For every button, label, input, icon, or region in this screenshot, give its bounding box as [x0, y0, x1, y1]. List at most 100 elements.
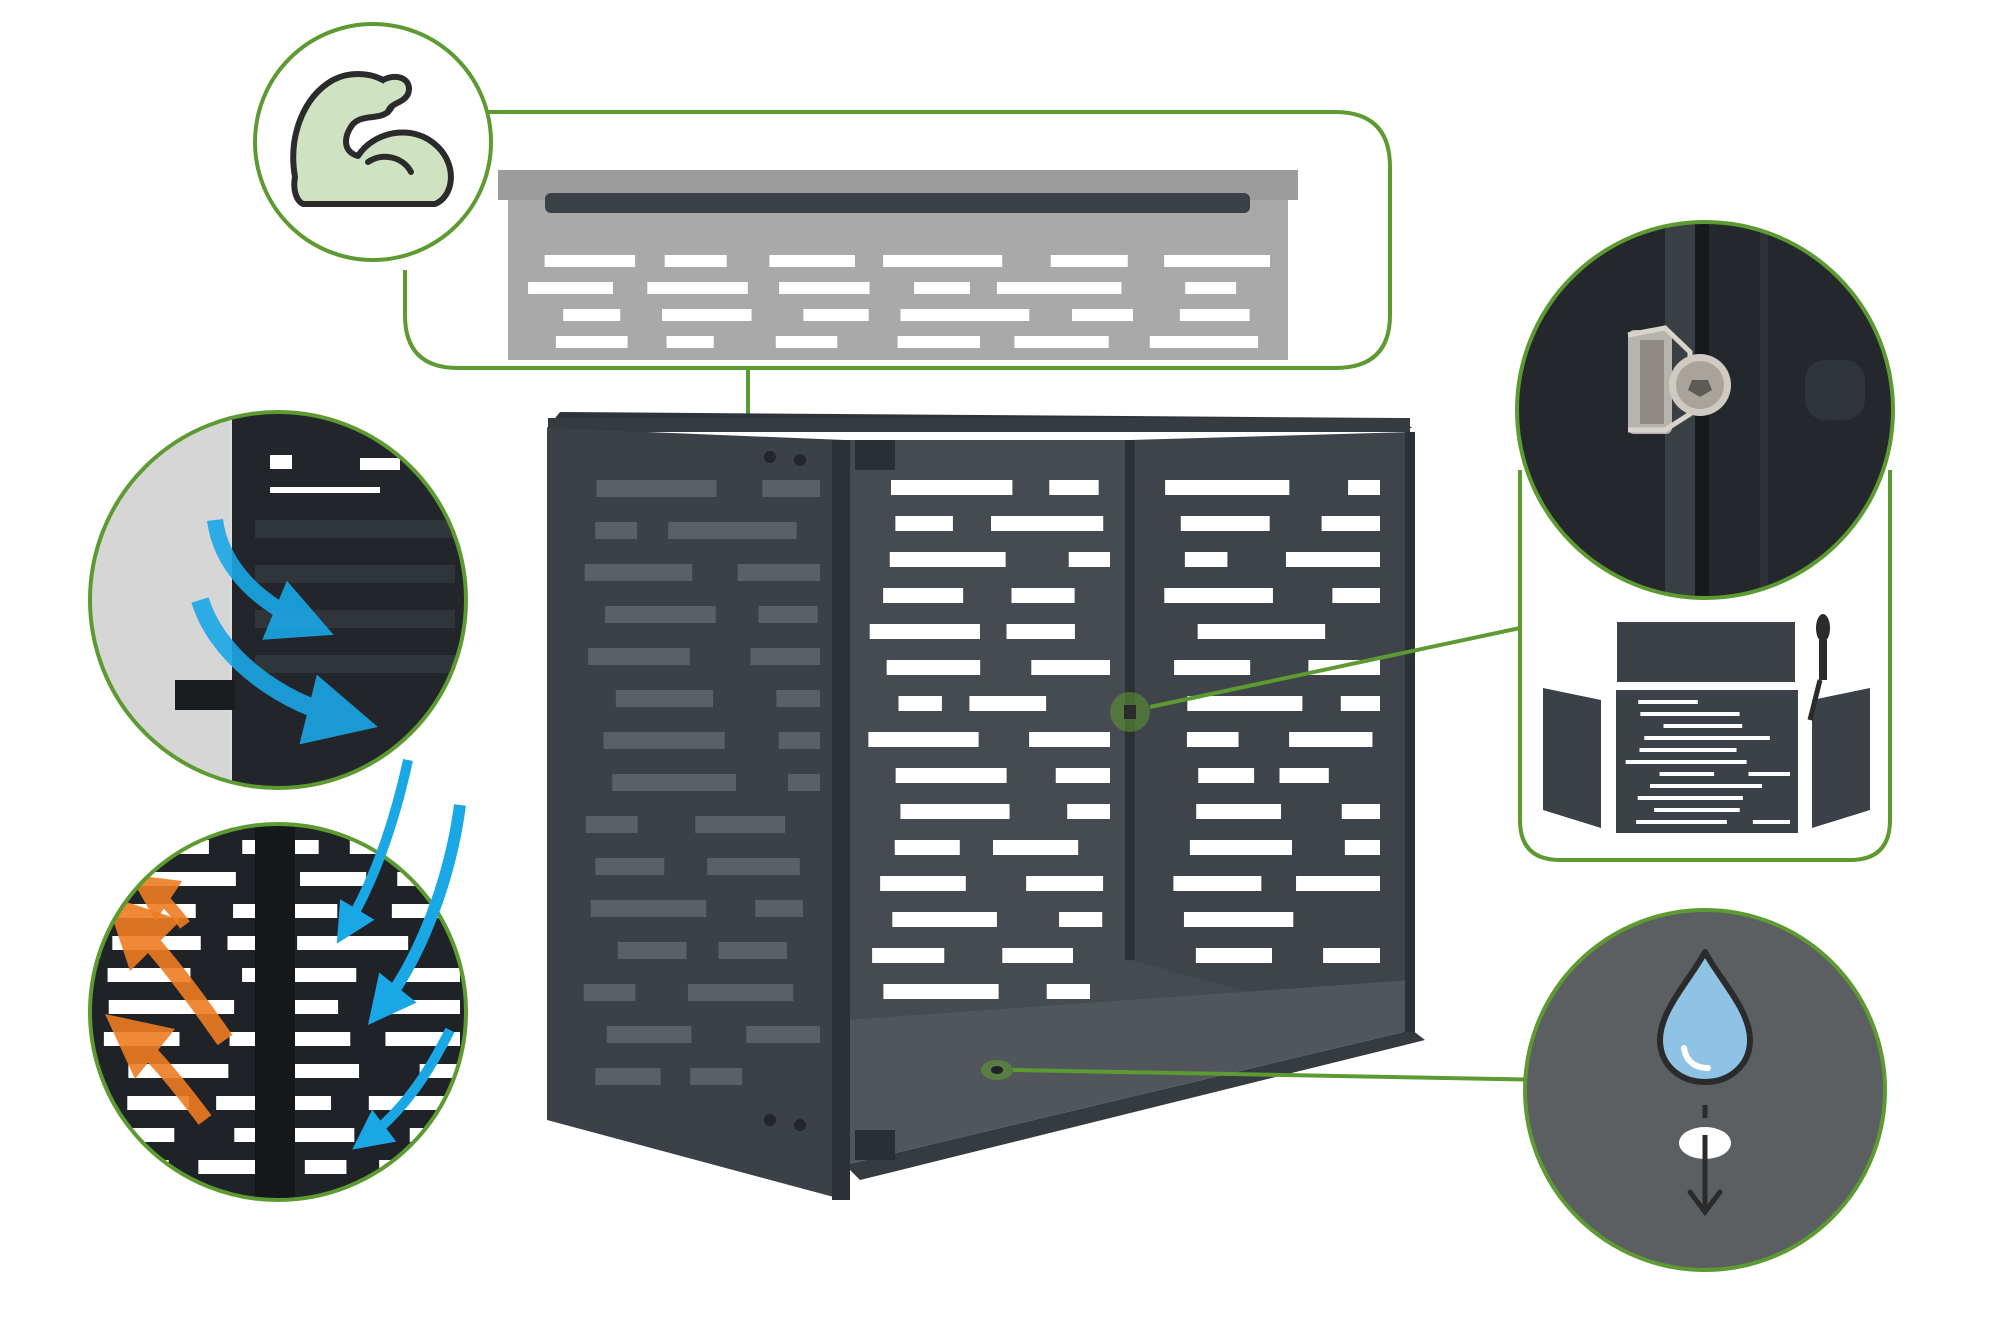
slot: [1173, 876, 1262, 891]
slot: [1014, 336, 1109, 348]
slot: [690, 1068, 743, 1085]
slot: [895, 768, 1007, 783]
slot: [1654, 808, 1740, 812]
cool-air-arrows: [336, 758, 466, 1150]
slot: [1072, 309, 1133, 321]
slot: [1180, 516, 1270, 531]
slot: [1164, 588, 1273, 603]
fastener-callout: [1515, 220, 1895, 600]
slot: [1659, 772, 1715, 776]
slot: [368, 1096, 460, 1110]
slot: [886, 660, 981, 675]
slot: [1637, 796, 1743, 800]
slot: [1321, 516, 1380, 531]
slot: [1649, 784, 1763, 788]
slot: [297, 936, 409, 950]
slot: [775, 336, 838, 348]
slot: [96, 1160, 169, 1174]
slot: [595, 1068, 661, 1085]
flexed-bicep-icon: [290, 71, 454, 207]
back-panel-slots: [868, 480, 1110, 999]
slot: [544, 255, 636, 267]
lid-slots: [528, 255, 1270, 348]
slot: [304, 1160, 347, 1174]
slot: [718, 942, 787, 959]
slot: [1006, 624, 1075, 639]
slot: [1341, 804, 1380, 819]
slot: [606, 1026, 692, 1043]
slot: [563, 309, 621, 321]
slot: [895, 516, 953, 531]
airflow-intake-callout: [88, 410, 468, 790]
slot: [666, 336, 714, 348]
slot: [894, 840, 960, 855]
slot: [1055, 768, 1110, 783]
slot: [900, 804, 1010, 819]
drain-leader-line: [1012, 1068, 1551, 1082]
slot: [1340, 696, 1380, 711]
slot: [1059, 912, 1103, 927]
slot: [869, 624, 980, 639]
slot: [758, 606, 818, 623]
water-drop-drain-icon: [1657, 949, 1753, 1217]
slot: [996, 282, 1122, 294]
slot: [1644, 736, 1770, 740]
slot: [127, 1096, 189, 1110]
slot: [992, 840, 1079, 855]
slot: [1011, 588, 1075, 603]
slot: [746, 1026, 820, 1043]
slot: [585, 816, 638, 833]
cabinet: [547, 412, 1425, 1200]
slot: [300, 872, 367, 886]
slot: [668, 522, 797, 539]
slot: [788, 774, 820, 791]
slot: [737, 564, 820, 581]
slot: [662, 309, 752, 321]
slot: [1198, 768, 1255, 783]
slot: [1189, 840, 1292, 855]
slot: [555, 336, 628, 348]
slot: [769, 255, 855, 267]
slot: [1195, 948, 1272, 963]
cage-nut-screw-photo: [1517, 222, 1893, 598]
slot: [1196, 804, 1282, 819]
slot: [615, 690, 714, 707]
slot: [198, 1160, 273, 1174]
slot: [1344, 840, 1380, 855]
slot: [588, 648, 690, 665]
slot: [1663, 724, 1743, 728]
slot: [1183, 912, 1294, 927]
slot: [1636, 820, 1727, 824]
slot: [1002, 948, 1074, 963]
slot: [605, 606, 716, 623]
slot: [1348, 480, 1380, 495]
slot: [1279, 768, 1329, 783]
airflow-exhaust-callout: [88, 822, 468, 1202]
slot: [1179, 309, 1250, 321]
slot: [776, 690, 820, 707]
slot: [969, 696, 1047, 711]
slot: [1165, 480, 1290, 495]
lid-callout: [403, 110, 1392, 415]
slot: [1187, 696, 1303, 711]
slot: [617, 942, 687, 959]
slot: [596, 480, 717, 497]
slot: [1050, 255, 1128, 267]
slot: [1067, 804, 1110, 819]
slot: [1046, 984, 1090, 999]
slot: [1149, 336, 1259, 348]
slot: [595, 858, 665, 875]
slot: [1186, 732, 1239, 747]
slot: [898, 696, 942, 711]
slot: [1625, 760, 1747, 764]
slot: [583, 984, 636, 1001]
left-panel-slots: [583, 480, 820, 1085]
slot: [1323, 948, 1380, 963]
right-panel-slots: [1164, 480, 1380, 963]
slot: [1285, 552, 1380, 567]
slot: [1049, 480, 1099, 495]
slot: [1026, 876, 1104, 891]
slot: [914, 282, 970, 294]
slot: [991, 516, 1104, 531]
